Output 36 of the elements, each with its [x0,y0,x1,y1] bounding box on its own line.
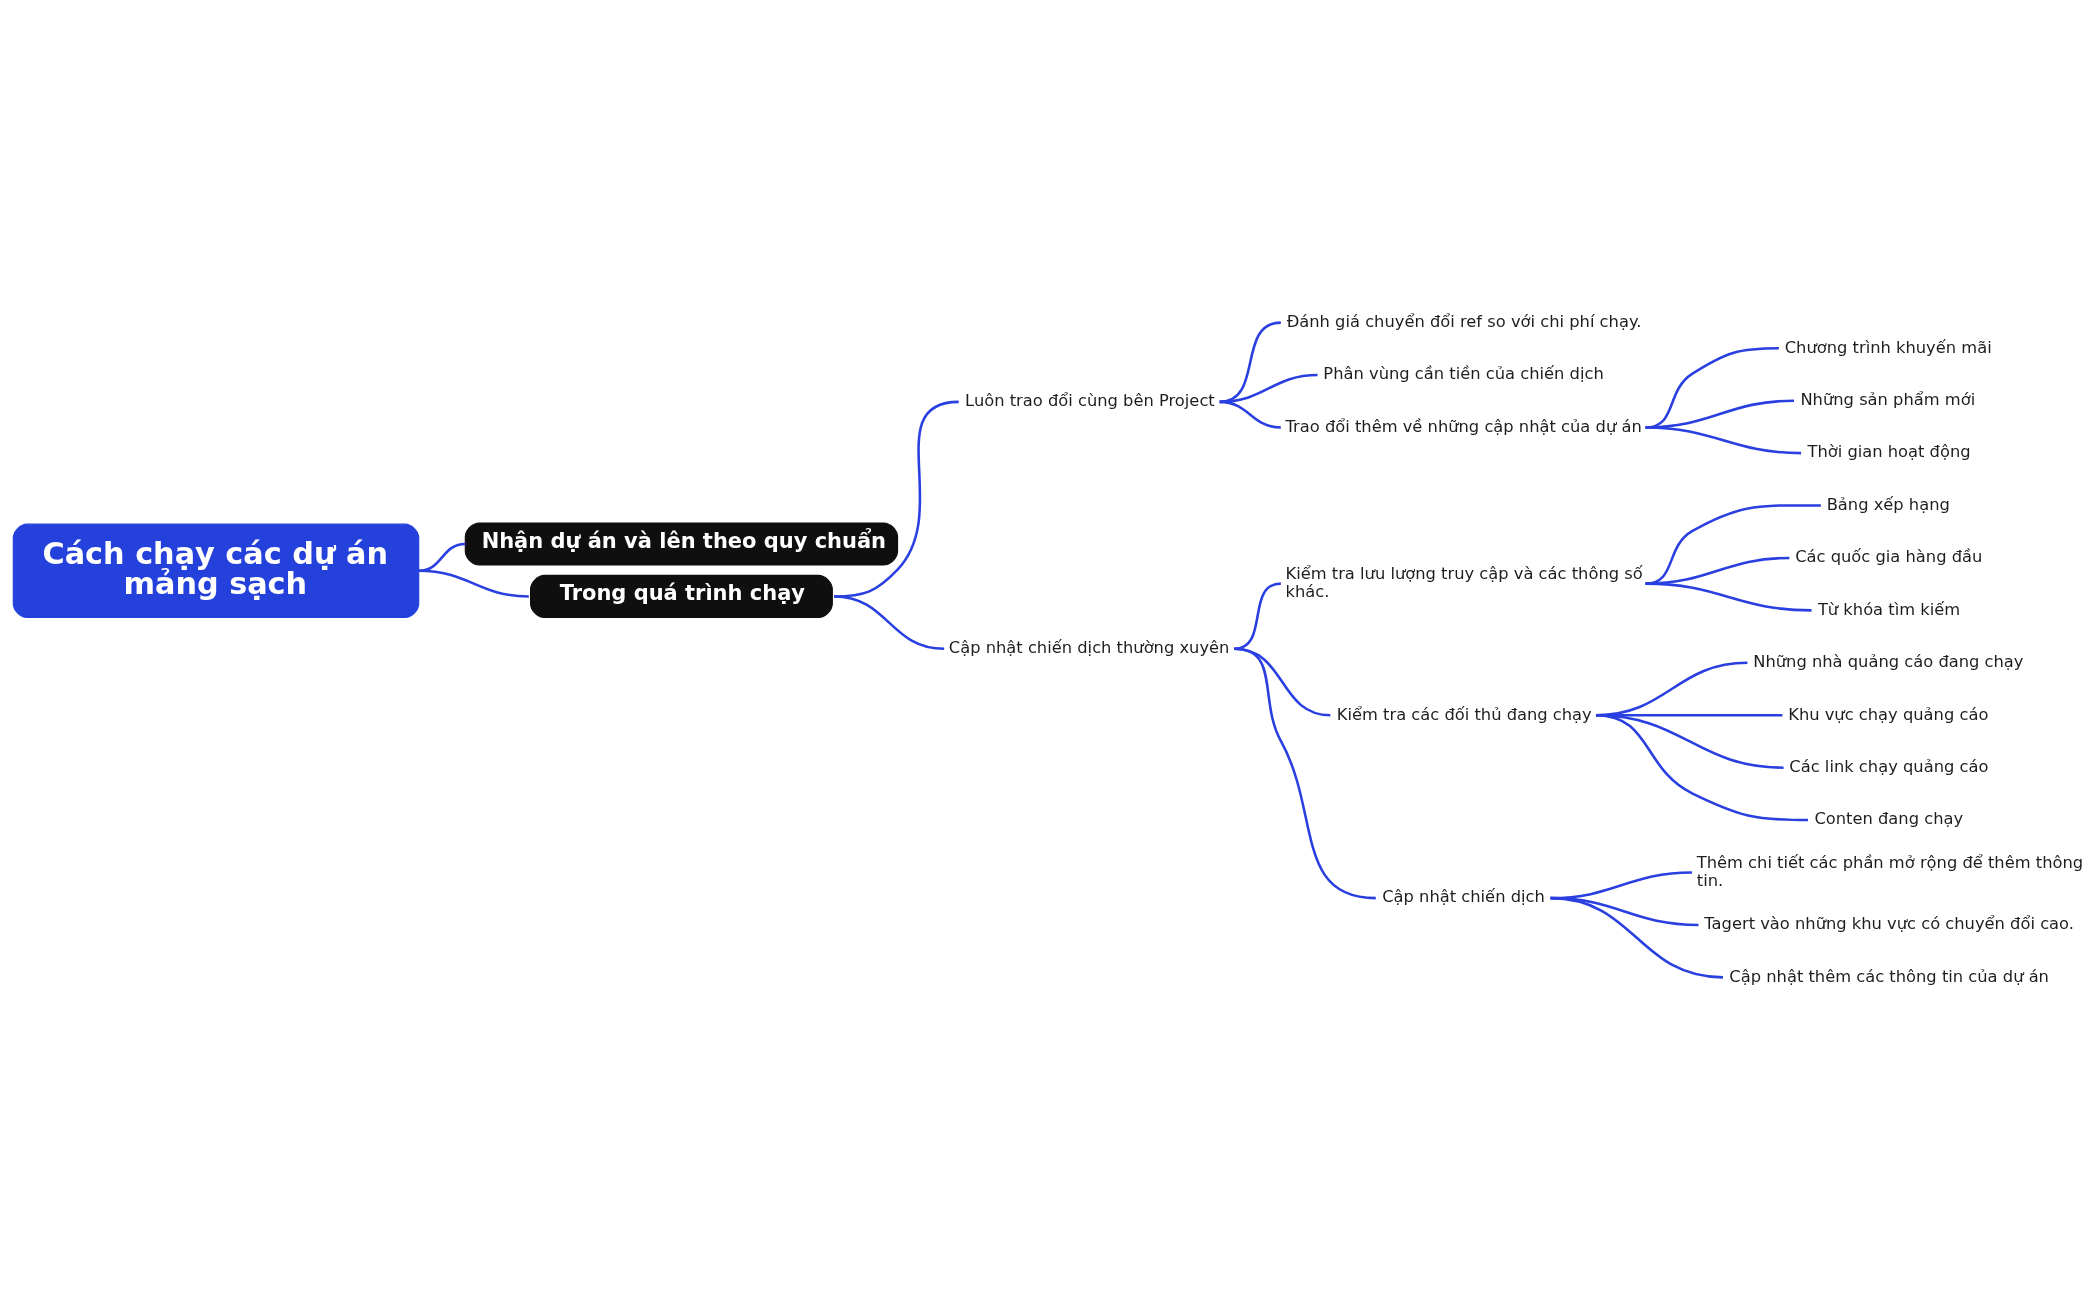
node-text: Kiểm tra các đối thủ đang chạy [1336,704,1592,724]
connector [1219,321,1282,404]
connector [1550,896,1724,979]
node-text: Thời gian hoạt động [1807,442,1971,462]
node-box: Nhận dự án và lên theo quy chuẩn [464,522,899,566]
node-box: Trong quá trình chạy [530,574,833,618]
node-text: Cập nhật chiến dịch [1382,887,1545,907]
node-text: Các quốc gia hàng đầu [1795,547,1983,567]
connector [1645,426,1802,455]
connector [1219,400,1281,429]
connector [1219,373,1318,404]
connector [1234,647,1376,900]
connector [418,569,529,598]
node-text: Thêm chi tiết các phần mở rộng để thêm thông tin. [1696,853,2084,890]
connector [833,595,945,651]
node-text: Cập nhật thêm các thông tin của dự án [1729,966,2049,986]
node-box: Cách chạy các dự án mảng sạch [12,523,420,618]
node-text: Các link chạy quảng cáo [1789,756,1989,776]
node-text: Cập nhật chiến dịch thường xuyên [948,638,1230,658]
node-text: Những sản phẩm mới [1800,390,1976,409]
node-text: Luôn trao đổi cùng bên Project [965,391,1215,411]
node-text: Khu vực chạy quảng cáo [1788,704,1989,724]
node-text: Bảng xếp hạng [1826,494,1950,514]
connector [1595,713,1808,822]
node-text: Đánh giá chuyển đổi ref so với chi phí chạy. [1286,311,1642,331]
node-text: Kiểm tra lưu lượng truy cập và các thông số khác. [1285,564,1643,601]
connector [1234,582,1282,651]
node-text: Tagert vào những khu vực có chuyển đổi cao. [1704,914,2074,934]
connector [418,542,466,573]
connector [1645,582,1812,612]
node-text: Conten đang chạy [1814,809,1964,829]
node-text: Những nhà quảng cáo đang chạy [1753,652,2024,672]
node-text: Chương trình khuyến mãi [1784,337,1992,357]
node-text: Từ khóa tìm kiếm [1817,599,1961,619]
node-text: Trao đổi thêm về những cập nhật của dự án [1285,416,1642,436]
node-text: Phân vùng cần tiền của chiến dịch [1323,364,1604,384]
